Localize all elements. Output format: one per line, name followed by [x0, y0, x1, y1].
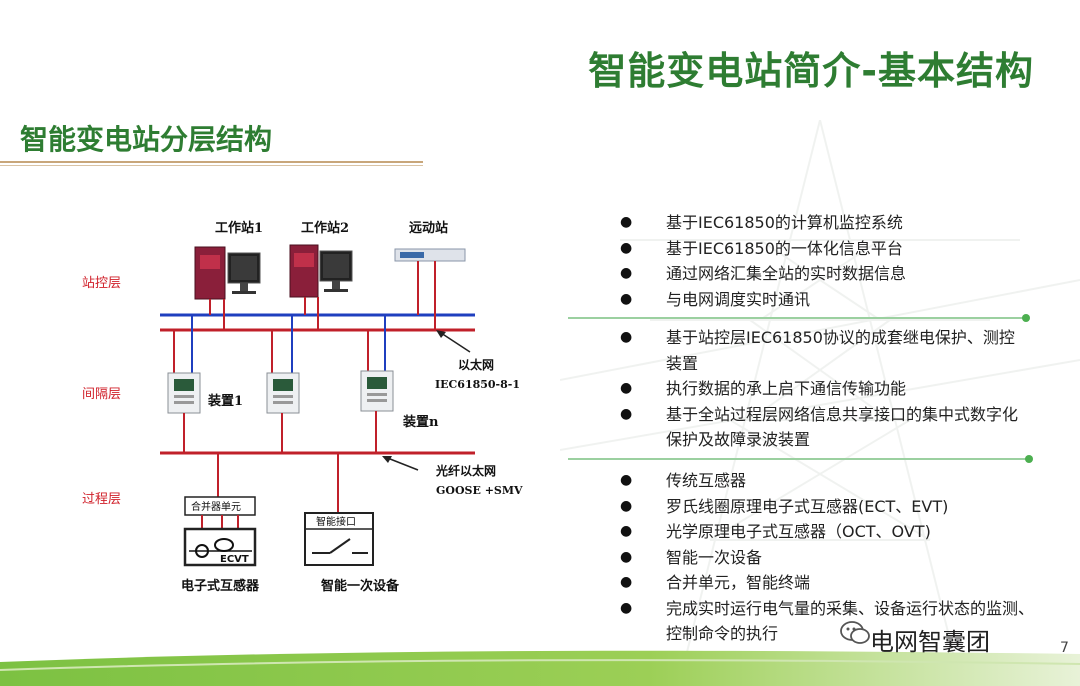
brand-name: 电网智囊团: [870, 628, 990, 656]
bay-device-2-icon: [266, 372, 300, 414]
bullet-item: 基于IEC61850的计算机监控系统: [620, 210, 906, 236]
page-title: 智能变电站简介-基本结构: [588, 49, 1034, 93]
layer-label-station: 站控层: [82, 276, 121, 291]
section-subtitle: 智能变电站分层结构: [20, 123, 273, 156]
network1-label: 以太网: [458, 357, 494, 372]
bullet-group-bay: 基于站控层IEC61850协议的成套继电保护、测控装置 执行数据的承上启下通信传…: [620, 325, 1020, 453]
section-separator-1: [568, 317, 1025, 319]
network1-protocol: IEC61850-8-1: [435, 378, 520, 391]
ecvt-label: ECVT: [220, 554, 249, 565]
bay-device-1-icon: [167, 372, 201, 414]
network2-protocol: GOOSE +SMV: [436, 484, 523, 497]
subtitle-divider: [0, 161, 423, 163]
wechat-icon: [840, 621, 870, 644]
remote-station-icon: [394, 248, 466, 262]
smart-interface-icon: [304, 512, 374, 566]
bullet-item: 合并单元，智能终端: [620, 570, 1045, 596]
bullet-item: 智能一次设备: [620, 545, 1045, 571]
process-device-smart-label: 智能一次设备: [321, 578, 400, 594]
page-number: 7: [1060, 640, 1069, 656]
device-1-label: 装置1: [207, 393, 243, 409]
bullet-item: 基于站控层IEC61850协议的成套继电保护、测控装置: [620, 325, 1020, 376]
smart-interface-label: 智能接口: [316, 515, 356, 528]
station-label-2: 工作站2: [301, 220, 349, 236]
bullet-item: 基于全站过程层网络信息共享接口的集中式数字化保护及故障录波装置: [620, 402, 1020, 453]
merge-unit-label: 合并器单元: [191, 500, 241, 513]
footer-band: [0, 650, 1080, 686]
bullet-item: 执行数据的承上启下通信传输功能: [620, 376, 1020, 402]
hierarchy-diagram: 站控层 间隔层 过程层 工作站1 工作站2 远动站: [82, 220, 523, 594]
separator-dot-2: [1025, 455, 1033, 463]
bullet-group-process: 传统互感器 罗氏线圈原理电子式互感器(ECT、EVT) 光学原理电子式互感器（O…: [620, 468, 1045, 647]
station-label-1: 工作站1: [215, 220, 263, 236]
layer-label-process: 过程层: [82, 492, 121, 507]
ecvt-icon: [183, 527, 257, 567]
bullet-item: 光学原理电子式互感器（OCT、OVT): [620, 519, 1045, 545]
bullet-item: 与电网调度实时通讯: [620, 287, 906, 313]
bullet-item: 完成实时运行电气量的采集、设备运行状态的监测、控制命令的执行: [620, 596, 1045, 647]
layer-label-bay: 间隔层: [82, 387, 121, 402]
subtitle-divider-thin: [0, 165, 423, 166]
bullet-item: 基于IEC61850的一体化信息平台: [620, 236, 906, 262]
bay-device-n-icon: [360, 370, 394, 412]
process-device-ecvt-label: 电子式互感器: [181, 578, 260, 594]
separator-dot-1: [1022, 314, 1030, 322]
station-label-remote: 远动站: [409, 220, 448, 236]
bullet-group-station: 基于IEC61850的计算机监控系统 基于IEC61850的一体化信息平台 通过…: [620, 210, 906, 312]
workstation-1-icon: [194, 246, 261, 300]
bullet-item: 传统互感器: [620, 468, 1045, 494]
device-n-label: 装置n: [402, 414, 439, 430]
merge-unit-box: [184, 496, 256, 516]
network2-label: 光纤以太网: [435, 463, 496, 478]
bullet-item: 罗氏线圈原理电子式互感器(ECT、EVT): [620, 494, 1045, 520]
bullet-item: 通过网络汇集全站的实时数据信息: [620, 261, 906, 287]
section-separator-2: [568, 458, 1028, 460]
workstation-2-icon: [289, 244, 353, 298]
